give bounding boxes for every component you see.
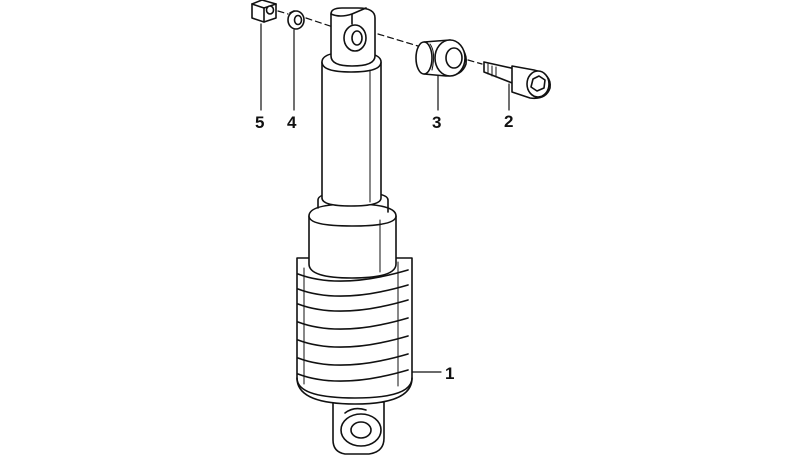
spring-coil-body (296, 257, 413, 405)
nut-part-5 (251, 0, 277, 23)
alignment-axis-line (277, 10, 483, 65)
bushing-part-3 (415, 39, 467, 77)
callout-label-3: 3 (432, 113, 442, 132)
callout-label-5: 5 (255, 113, 265, 132)
bolt-part-2 (483, 61, 551, 100)
shock-absorber-part-1 (296, 7, 413, 455)
upper-tube (321, 51, 382, 207)
outer-cover-tube (308, 191, 397, 279)
callout-label-1: 1 (445, 364, 455, 383)
lower-mounting-eye (332, 401, 385, 455)
washer-part-4 (287, 10, 305, 30)
callout-label-4: 4 (287, 113, 297, 132)
upper-mounting-eye (330, 7, 376, 67)
callout-label-2: 2 (504, 112, 514, 131)
leader-lines (260, 23, 510, 373)
